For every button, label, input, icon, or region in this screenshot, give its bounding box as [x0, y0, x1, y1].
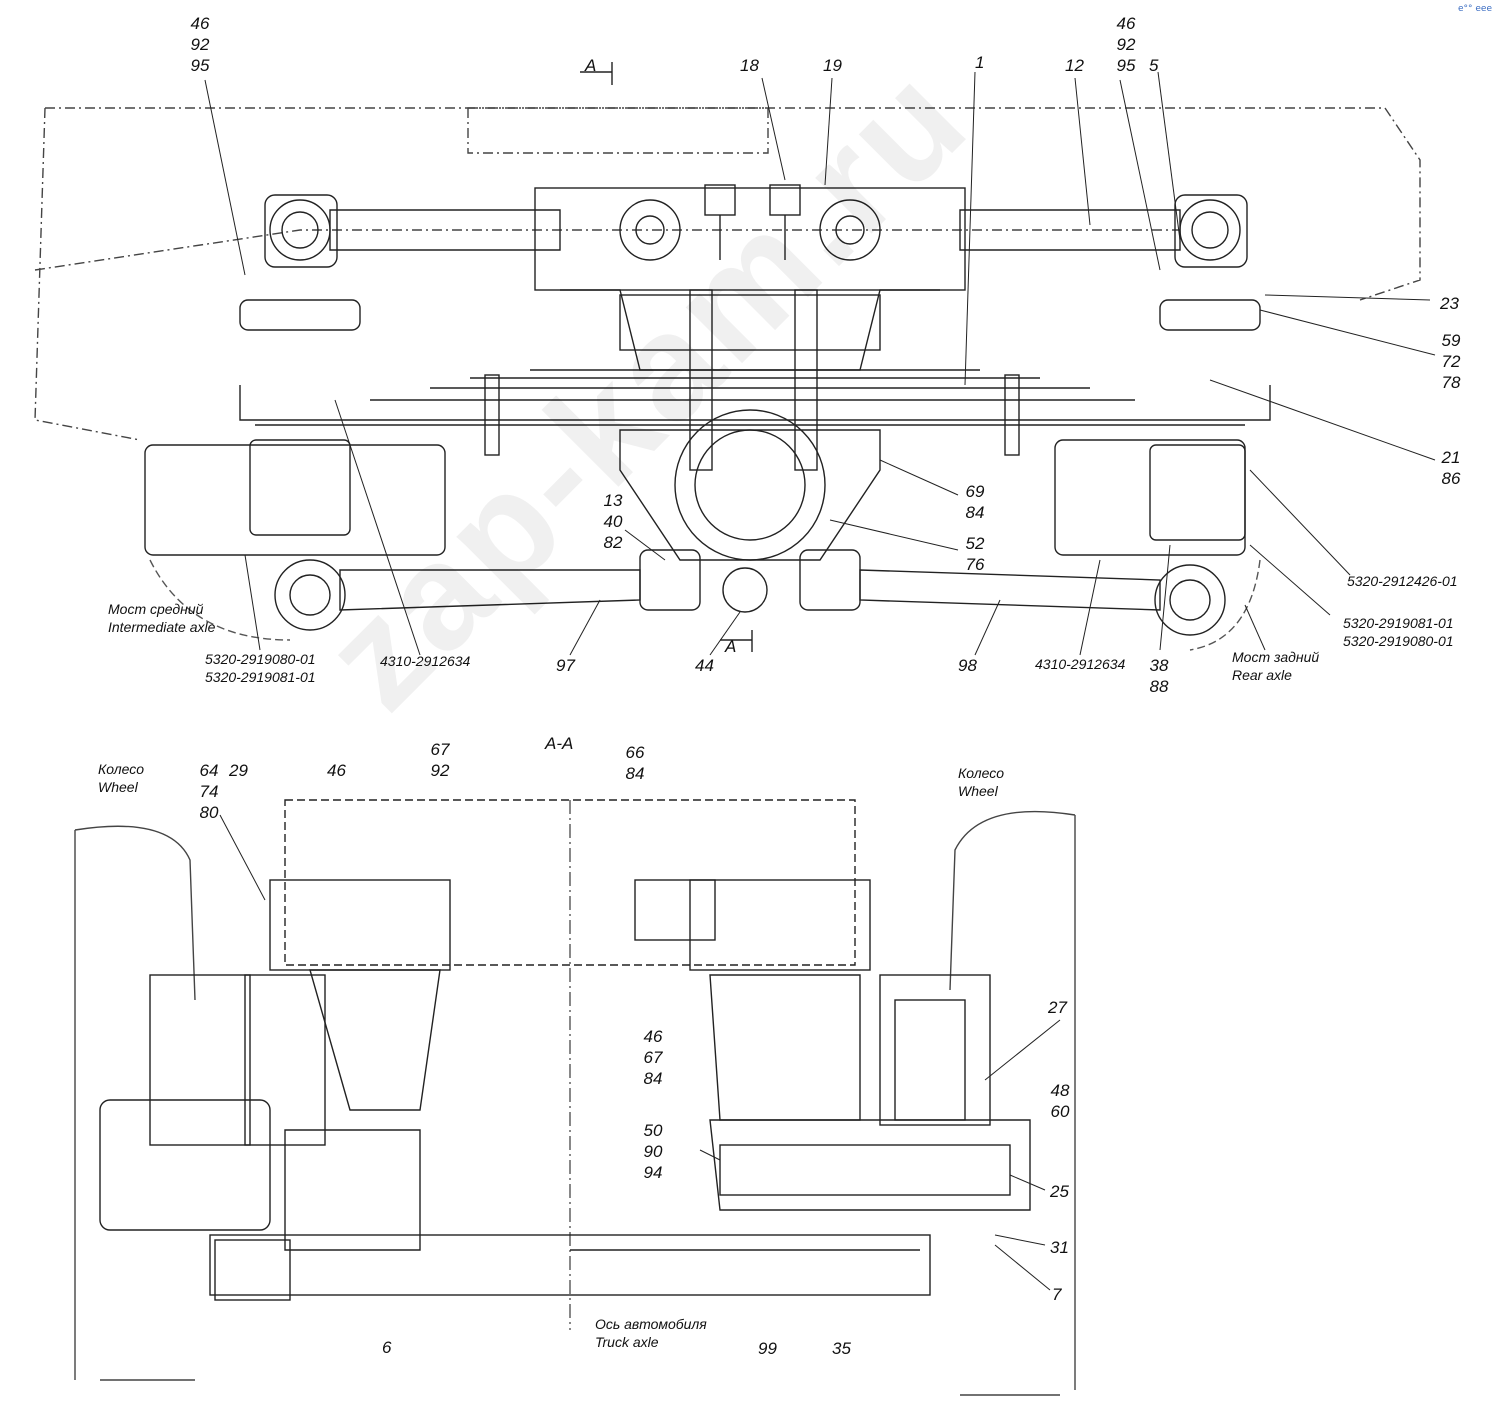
- part-4310-left: 4310-2912634: [380, 653, 471, 669]
- central-hub: [619, 409, 881, 561]
- section-a-a-title: A-A: [545, 734, 574, 753]
- trunnion-axle-bottom: [209, 879, 931, 1301]
- label-1: 1: [975, 53, 985, 72]
- wheel-right-label: Колесо Wheel: [958, 765, 1005, 799]
- label-64-74-80: 64 74 80: [199, 761, 219, 822]
- label-46-67-84: 46 67 84: [643, 1027, 663, 1088]
- label-23: 23: [1440, 294, 1459, 313]
- label-50-90-94: 50 90 94: [643, 1121, 663, 1182]
- label-97: 97: [556, 656, 575, 675]
- label-12: 12: [1065, 56, 1084, 75]
- label-25: 25: [1050, 1182, 1069, 1201]
- label-67-92: 67 92: [430, 740, 450, 780]
- wheel-arcs: [149, 559, 1261, 651]
- part-pair-front: 5320-2919080-01 5320-2919081-01: [205, 651, 316, 685]
- frame-section-bottom: [284, 799, 856, 966]
- bracket-bottom-left: [99, 879, 451, 1251]
- wheel-outlines-bottom: [74, 810, 1076, 1396]
- label-69-84: 69 84: [965, 482, 985, 522]
- label-46-92-95-right: 46 92 95: [1116, 14, 1136, 75]
- section-markers: [580, 62, 753, 652]
- label-59-72-78: 59 72 78: [1441, 331, 1461, 392]
- label-13-40-82: 13 40 82: [603, 491, 623, 552]
- rear-axle-label: Мост задний Rear axle: [1232, 649, 1320, 683]
- leader-lines-top: [204, 71, 1436, 656]
- bracket-bottom-right: [689, 879, 1031, 1211]
- label-48-60: 48 60: [1050, 1081, 1070, 1121]
- wheel-left-label: Колесо Wheel: [98, 761, 145, 795]
- label-5: 5: [1149, 56, 1159, 75]
- label-52-76: 52 76: [965, 534, 985, 574]
- frame-outline: [34, 107, 1421, 441]
- label-27: 27: [1048, 998, 1067, 1017]
- label-35: 35: [832, 1339, 851, 1358]
- label-46-92-95-left: 46 92 95: [190, 14, 210, 75]
- corner-mark: e°° eee: [1457, 4, 1492, 14]
- bump-stops: [144, 299, 1261, 556]
- label-18: 18: [740, 56, 759, 75]
- label-7: 7: [1052, 1285, 1062, 1304]
- label-6: 6: [382, 1338, 392, 1357]
- upper-reaction-rods: [264, 194, 1248, 268]
- section-label-a-bottom: A: [725, 637, 737, 656]
- label-99: 99: [758, 1339, 777, 1358]
- label-46-bottom: 46: [327, 761, 346, 780]
- label-31: 31: [1050, 1238, 1069, 1257]
- label-21-86: 21 86: [1441, 448, 1461, 488]
- section-label-a-top: A: [585, 56, 597, 75]
- lower-reaction-rods: [274, 549, 1226, 636]
- label-44: 44: [695, 656, 714, 675]
- label-29: 29: [229, 761, 248, 780]
- part-5320-2912426-01: 5320-2912426-01: [1347, 573, 1458, 589]
- label-38-88: 38 88: [1149, 656, 1169, 696]
- intermediate-axle-label: Мост средний Intermediate axle: [108, 601, 216, 635]
- truck-axle-label: Ось автомобиля Truck axle: [595, 1316, 707, 1350]
- label-19: 19: [823, 56, 842, 75]
- part-4310-right: 4310-2912634: [1035, 656, 1126, 672]
- leader-lines-bottom: [219, 814, 1061, 1291]
- leaf-spring: [239, 289, 1271, 471]
- label-66-84: 66 84: [625, 743, 645, 783]
- part-pair-rear: 5320-2919081-01 5320-2919080-01: [1343, 615, 1454, 649]
- label-98: 98: [958, 656, 977, 675]
